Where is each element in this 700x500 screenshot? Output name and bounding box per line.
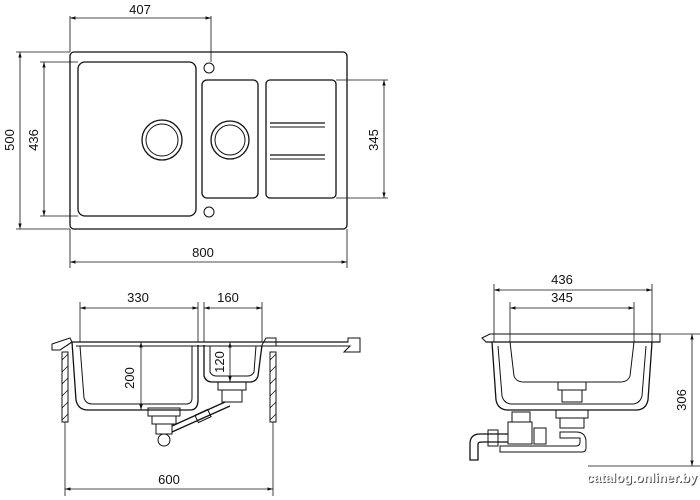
dim-200-label: 200 — [122, 367, 137, 389]
side-dim-306-label: 306 — [674, 389, 689, 411]
side-dim-345-label: 345 — [551, 290, 573, 305]
main-bowl — [77, 61, 197, 217]
tap-hole-top — [203, 62, 215, 74]
dim-160-label: 160 — [217, 290, 239, 305]
main-bowl-drain — [141, 119, 183, 161]
watermark-text: catalog.onliner.by — [586, 470, 697, 485]
dim-500-label: 500 — [2, 129, 17, 151]
dim-800-label: 800 — [192, 245, 214, 260]
drainboard — [265, 79, 337, 199]
small-bowl-drain — [210, 120, 250, 160]
dim-120-label: 120 — [212, 351, 227, 373]
dim-330-label: 330 — [127, 290, 149, 305]
front-section: 330 160 200 120 600 — [51, 290, 361, 496]
watermark: catalog.onliner.by catalog.onliner.by — [586, 470, 698, 486]
dim-436-label: 436 — [26, 129, 41, 151]
dim-345-label: 345 — [366, 129, 381, 151]
top-view: 407 500 436 345 800 — [2, 2, 388, 268]
small-bowl — [201, 79, 259, 199]
sink-outline — [69, 51, 348, 230]
tap-hole-bottom — [203, 206, 215, 218]
side-dim-436-label: 436 — [551, 272, 573, 287]
dim-600-label: 600 — [158, 472, 180, 487]
side-section: 436 345 306 — [469, 272, 700, 467]
watermark-shadow: catalog.onliner.by — [587, 471, 698, 486]
dim-407-label: 407 — [129, 2, 151, 17]
